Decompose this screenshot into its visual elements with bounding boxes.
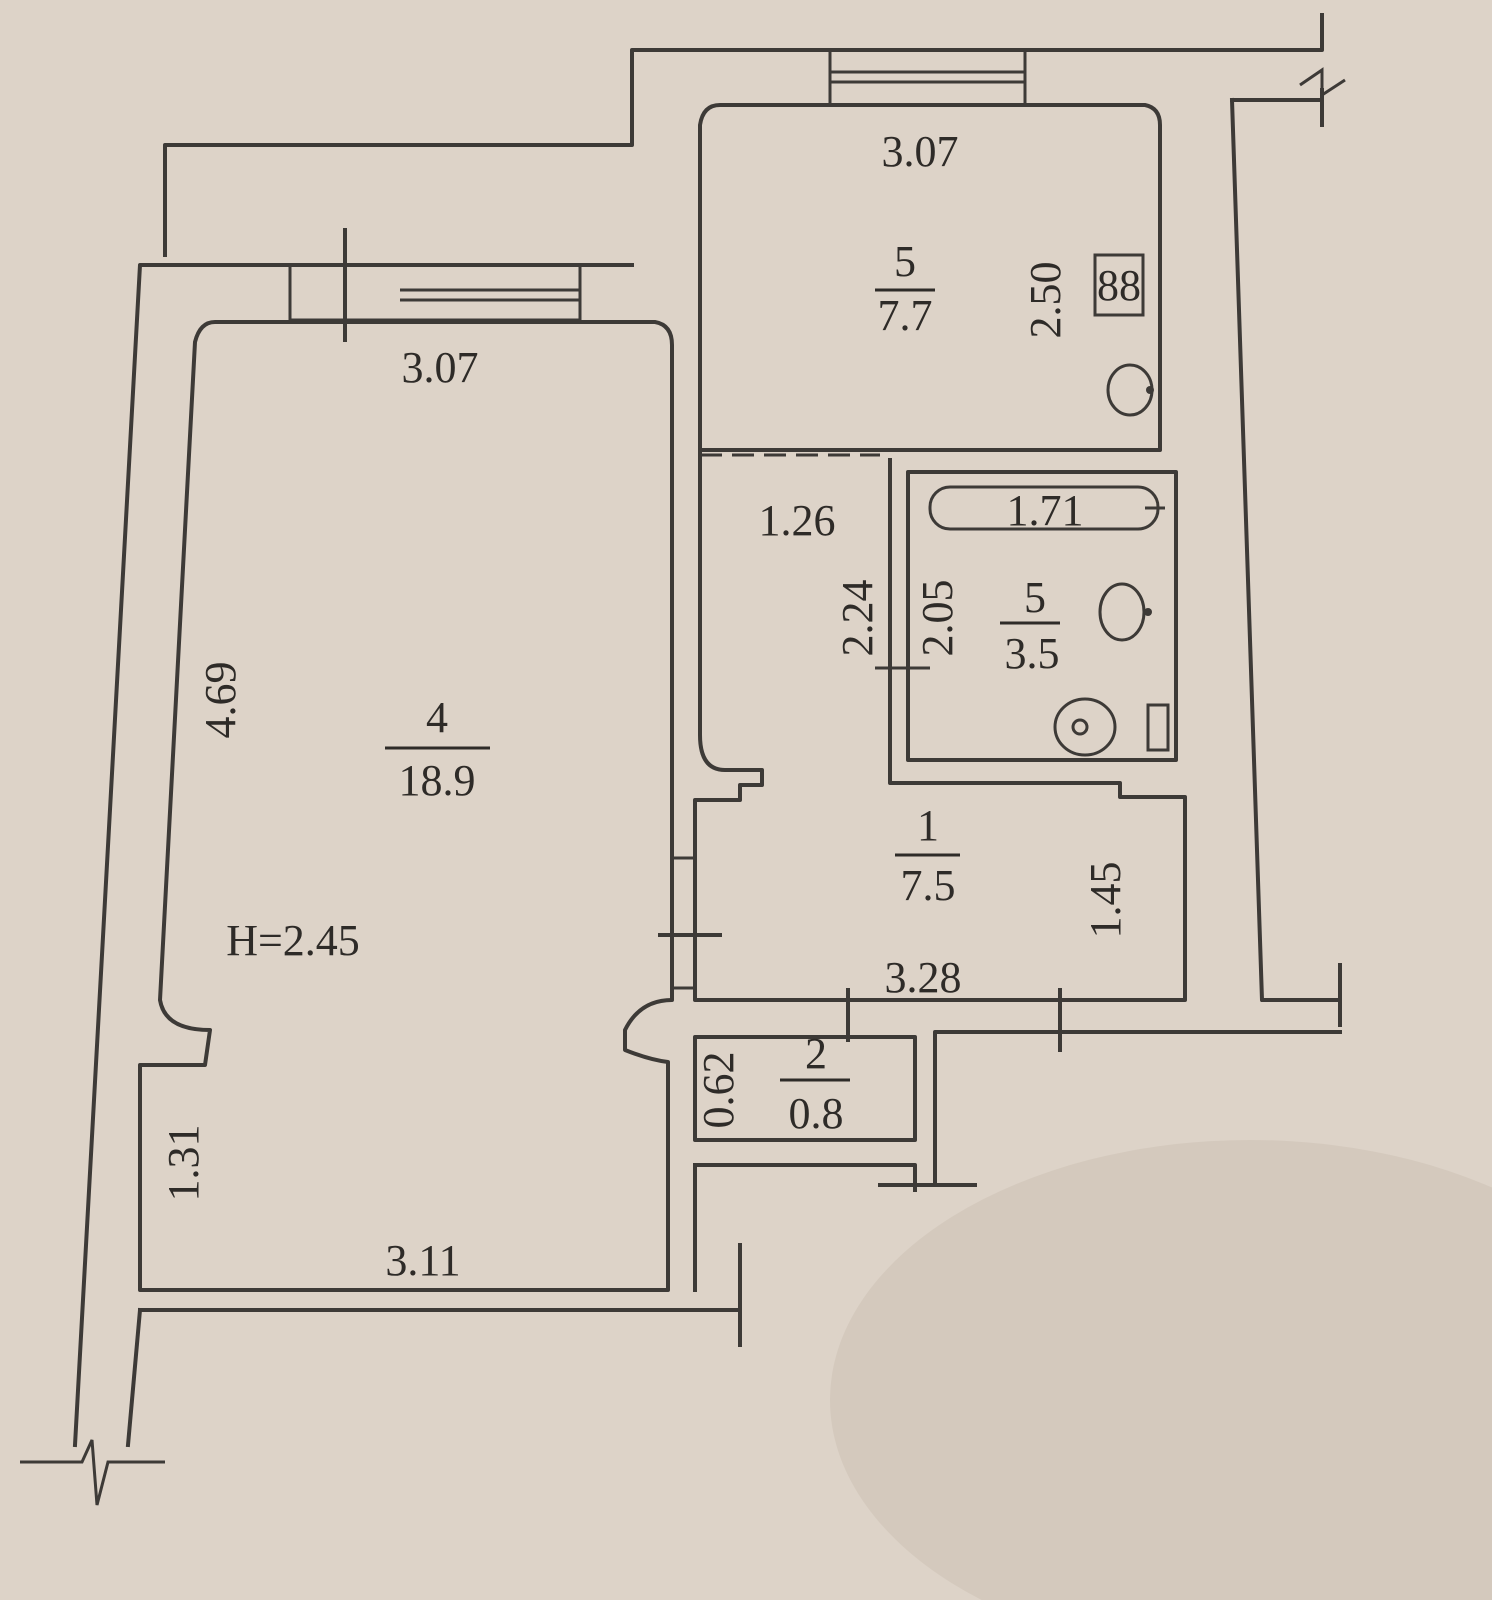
kitchen-length: 2.50 xyxy=(1021,262,1070,339)
bath-outer-length: 2.24 xyxy=(833,580,882,657)
kitchen-width: 3.07 xyxy=(882,127,959,176)
living-niche: 1.31 xyxy=(159,1125,208,1202)
corridor-width: 1.26 xyxy=(759,496,836,545)
storage-area: 0.8 xyxy=(789,1089,844,1138)
hall-length: 1.45 xyxy=(1081,862,1130,939)
kitchen-area: 7.7 xyxy=(878,291,933,340)
ceiling-height: H=2.45 xyxy=(226,916,360,965)
kitchen-number: 5 xyxy=(894,237,916,286)
walls: 88 xyxy=(20,13,1346,1506)
hall-number: 1 xyxy=(917,801,939,850)
living-width-top: 3.07 xyxy=(402,343,479,392)
stove-icon: 88 xyxy=(1097,261,1141,310)
living-length: 4.69 xyxy=(196,662,245,739)
bathroom-area: 3.5 xyxy=(1005,629,1060,678)
storage-number: 2 xyxy=(805,1029,827,1078)
bathroom-number: 5 xyxy=(1024,573,1046,622)
labels: 3.07 5 7.7 2.50 3.07 4 18.9 4.69 H=2.45 … xyxy=(159,127,1130,1285)
bath-inner-length: 2.05 xyxy=(913,580,962,657)
living-area: 18.9 xyxy=(399,756,476,805)
living-width-bottom: 3.11 xyxy=(385,1236,460,1285)
hall-width: 3.28 xyxy=(885,953,962,1002)
storage-width: 0.62 xyxy=(694,1052,743,1129)
living-number: 4 xyxy=(426,693,448,742)
bathtub-length: 1.71 xyxy=(1007,486,1084,535)
hall-area: 7.5 xyxy=(901,861,956,910)
